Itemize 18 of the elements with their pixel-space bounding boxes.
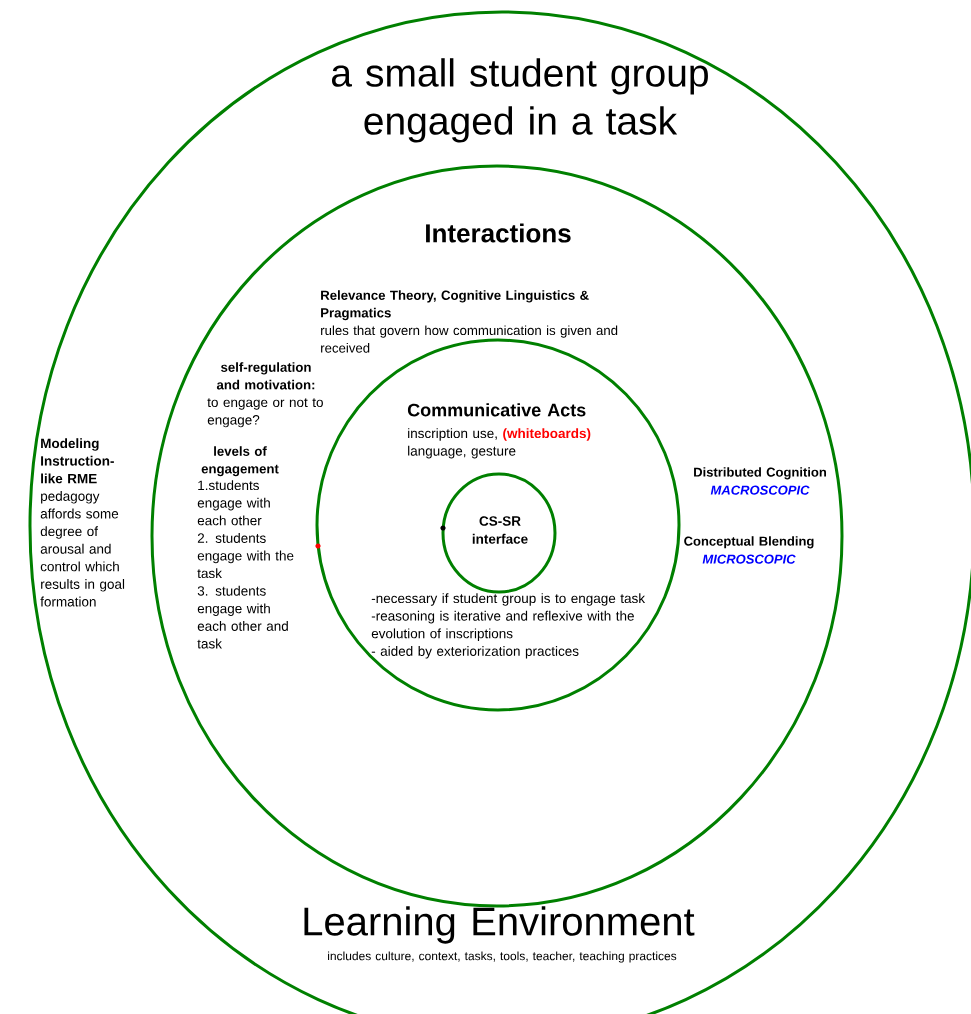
body-text: to engage or not to engage?: [207, 398, 323, 428]
ring-ellipse: [150, 164, 844, 908]
body-text: inscription use, (whiteboards) language, gesture: [408, 428, 591, 459]
heading-text: CS-SR interface: [472, 516, 528, 544]
body-text: includes culture, context, tasks, tools, teacher, teaching practices: [328, 951, 677, 963]
list-text: -necessary if student group is to engage task -reasoning is iterative and reflexive with the evolution of inscriptions - aided by exteriorization practices: [371, 593, 646, 659]
core-circle: [441, 472, 557, 594]
heading-text: self-regulation and motivation:: [216, 362, 315, 390]
heading-text: levels of engagement: [201, 446, 279, 477]
body-text: Modeling Instruction-like RME pedagogy affords some degree of arousal and control which results in goal formation: [40, 438, 125, 607]
body-text: Relevance Theory, Cognitive Linguistics & Pragmatics rules that govern how communication is given and received: [321, 290, 618, 353]
body-text: Conceptual Blending MICROSCOPIC: [684, 536, 814, 564]
heading-text: Interactions: [426, 223, 571, 243]
title-text: Learning Environment: [304, 906, 695, 944]
title-text: a small student group engaged in a task: [332, 58, 708, 143]
list-text: 1.students engage with each other 2. students engage with the task 3. students engage with each other and task: [197, 480, 294, 649]
body-text: Distributed Cognition MACROSCOPIC: [694, 467, 826, 495]
heading-text: Communicative Acts: [407, 403, 586, 417]
